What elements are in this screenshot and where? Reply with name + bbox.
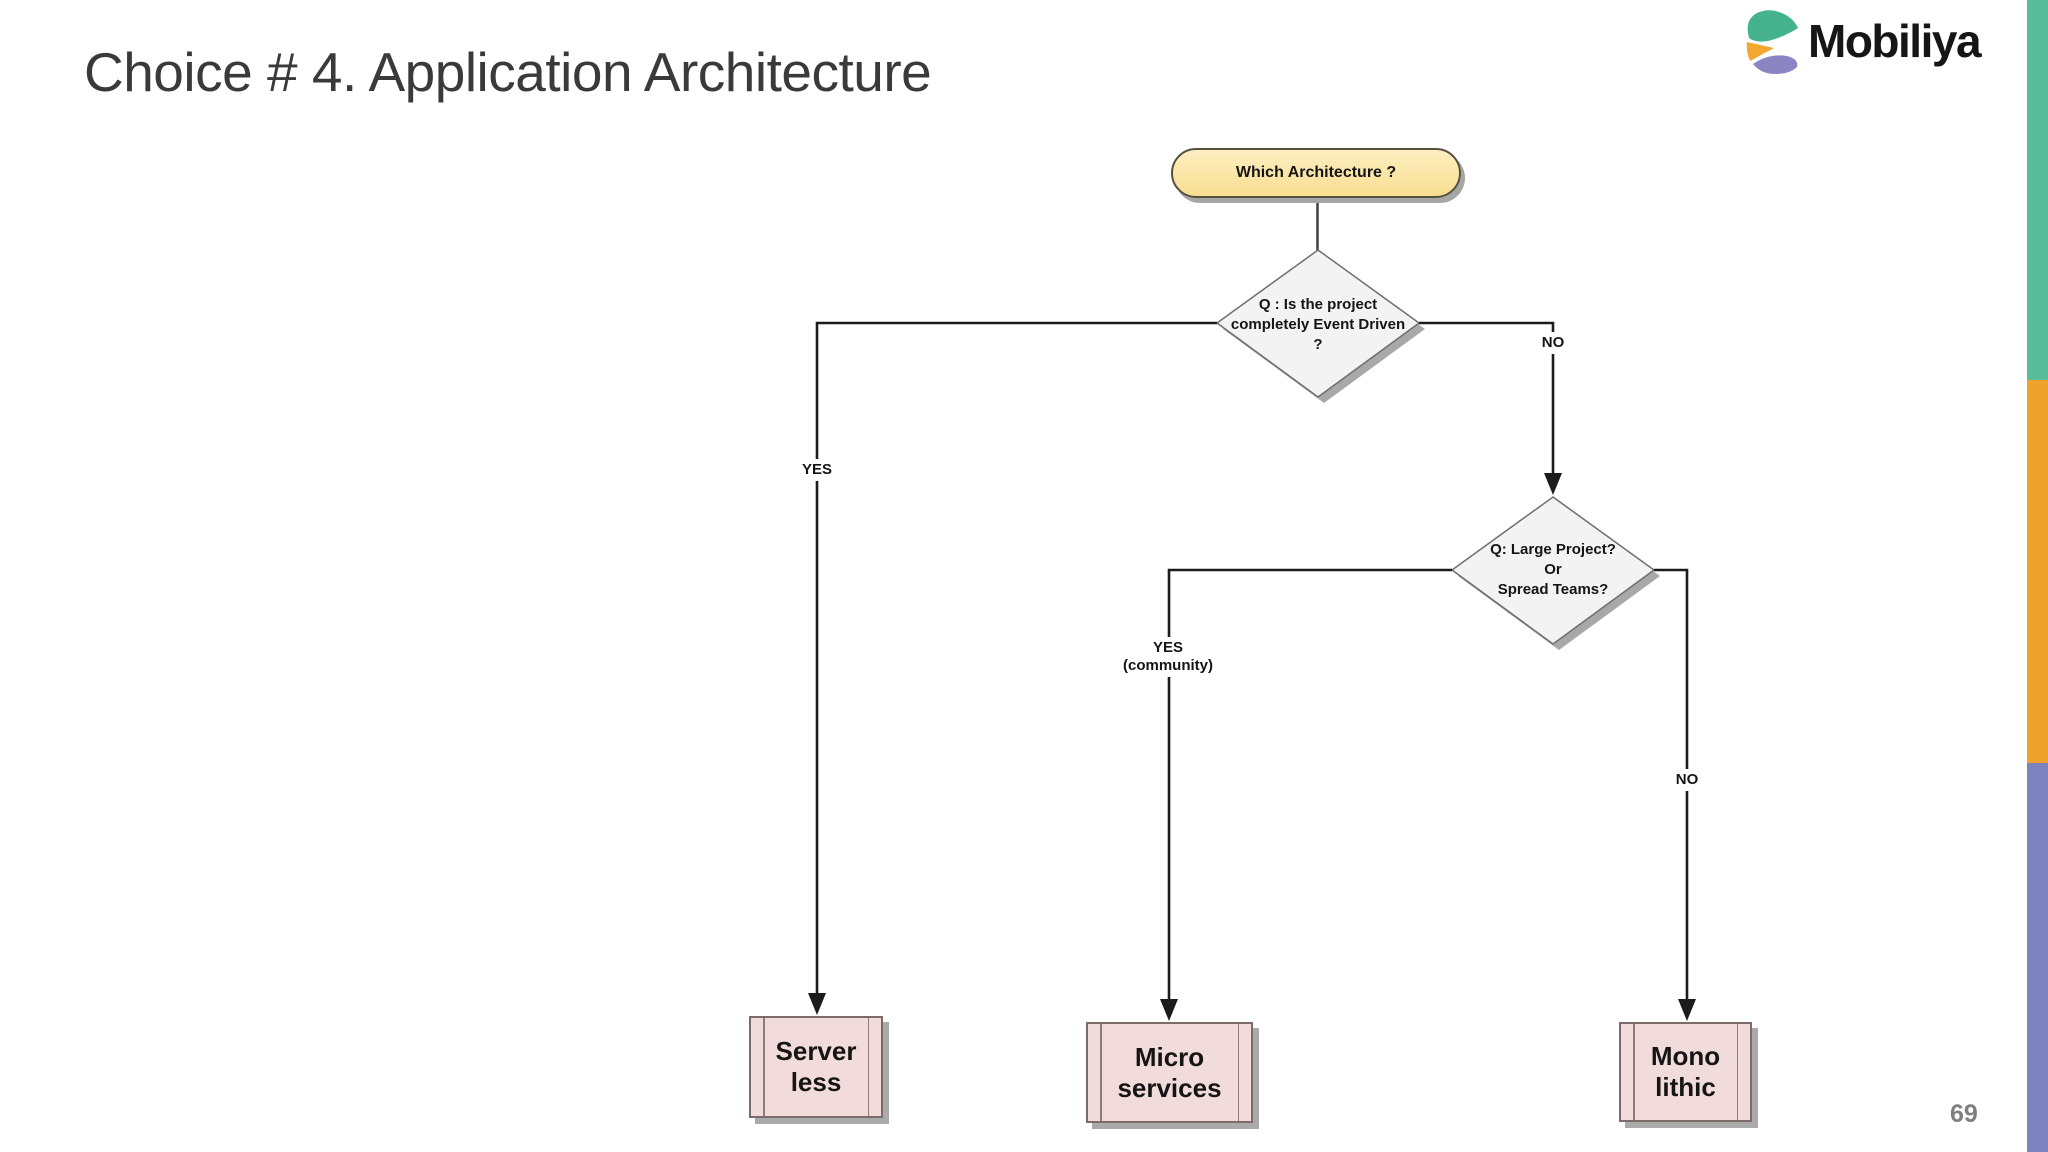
monolithic-line1: Mono [1650, 1041, 1721, 1071]
decision2-line3: Spread Teams? [1497, 581, 1609, 598]
edge-label-yes-community: YES (community) [1120, 637, 1216, 677]
serverless-line2: less [790, 1067, 842, 1097]
page-number: 69 [1950, 1100, 1978, 1128]
side-stripe-teal [2027, 0, 2048, 380]
decision1-line3: ? [1313, 336, 1323, 353]
arrowhead-monolithic [1678, 999, 1696, 1021]
mobiliya-logo-text: Mobiliya [1808, 15, 1982, 67]
start-terminator: Which Architecture ? [1171, 148, 1461, 198]
result-microservices: Micro services [1086, 1022, 1253, 1123]
side-stripe-purple [2027, 763, 2048, 1152]
decision2-line1: Q: Large Project? [1490, 541, 1616, 558]
decision-event-driven-text: Q : Is the project completely Event Driv… [1203, 295, 1433, 355]
edge-label-no-2: NO [1672, 769, 1702, 791]
edge-label-no-1: NO [1538, 332, 1568, 354]
connector-d1-no [1419, 321, 1562, 495]
mobiliya-logo-icon [1746, 10, 1798, 74]
decision-event-driven-shape [1215, 249, 1425, 403]
edge-label-yes-community-line2: (community) [1123, 657, 1213, 674]
microservices-line2: services [1117, 1072, 1222, 1103]
arrowhead-microservices [1160, 999, 1178, 1021]
arrowhead-d2 [1544, 473, 1562, 495]
decision1-line2: completely Event Driven [1230, 316, 1406, 333]
start-terminator-label: Which Architecture ? [1235, 164, 1397, 181]
decision1-line1: Q : Is the project [1258, 296, 1378, 313]
page-title: Choice # 4. Application Architecture [84, 41, 932, 103]
decision-large-project-shape [1450, 496, 1660, 650]
connector-d1-yes [808, 321, 1217, 1015]
side-stripe-orange [2027, 380, 2048, 763]
connector-d2-yes [1160, 568, 1452, 1021]
serverless-line1: Server [775, 1036, 857, 1066]
decision2-line2: Or [1544, 561, 1562, 578]
edge-label-yes-1: YES [798, 459, 836, 481]
connector-d2-no [1654, 568, 1696, 1021]
decision-large-project-text: Q: Large Project? Or Spread Teams? [1438, 540, 1668, 600]
microservices-line1: Micro [1134, 1041, 1205, 1072]
result-serverless: Server less [749, 1016, 883, 1118]
result-monolithic: Mono lithic [1619, 1022, 1752, 1122]
mobiliya-logo: Mobiliya [1742, 6, 1982, 74]
monolithic-line2: lithic [1655, 1072, 1716, 1102]
arrowhead-serverless [808, 993, 826, 1015]
edge-label-yes-community-line1: YES [1152, 639, 1183, 656]
